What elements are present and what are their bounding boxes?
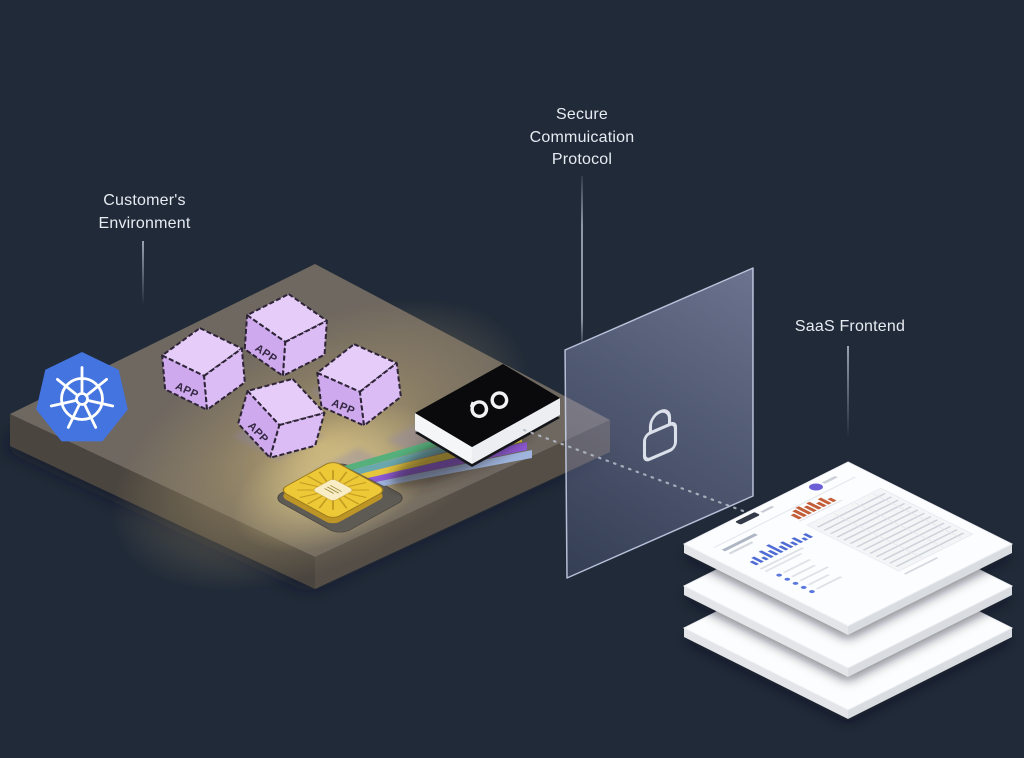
saas-leader-line <box>847 346 849 438</box>
customer-environment-label: Customer's Environment <box>98 192 191 232</box>
customer-leader-line <box>142 241 144 305</box>
saas-frontend-label: SaaS Frontend <box>794 318 906 335</box>
secure-protocol-panel <box>564 267 754 579</box>
kubernetes-icon <box>36 352 128 442</box>
cpu-chip-icon <box>282 462 384 524</box>
handbook <box>415 364 560 467</box>
app-cube: APP <box>161 327 246 411</box>
app-cube: APP <box>237 377 326 459</box>
secure-protocol-label: Secure Commuication Protocol <box>529 106 635 169</box>
saas-page-stack <box>682 461 1014 722</box>
app-cubes: APP APP APP APP <box>161 293 402 459</box>
lock-icon <box>642 409 678 462</box>
vendor-logo-icon <box>469 391 509 419</box>
stack-page-top <box>682 461 1014 638</box>
dashboard-preview <box>713 475 974 594</box>
secure-leader-line <box>581 176 583 343</box>
app-cube: APP <box>243 293 328 377</box>
dotted-connector <box>522 428 802 534</box>
app-cube: APP <box>316 343 402 427</box>
